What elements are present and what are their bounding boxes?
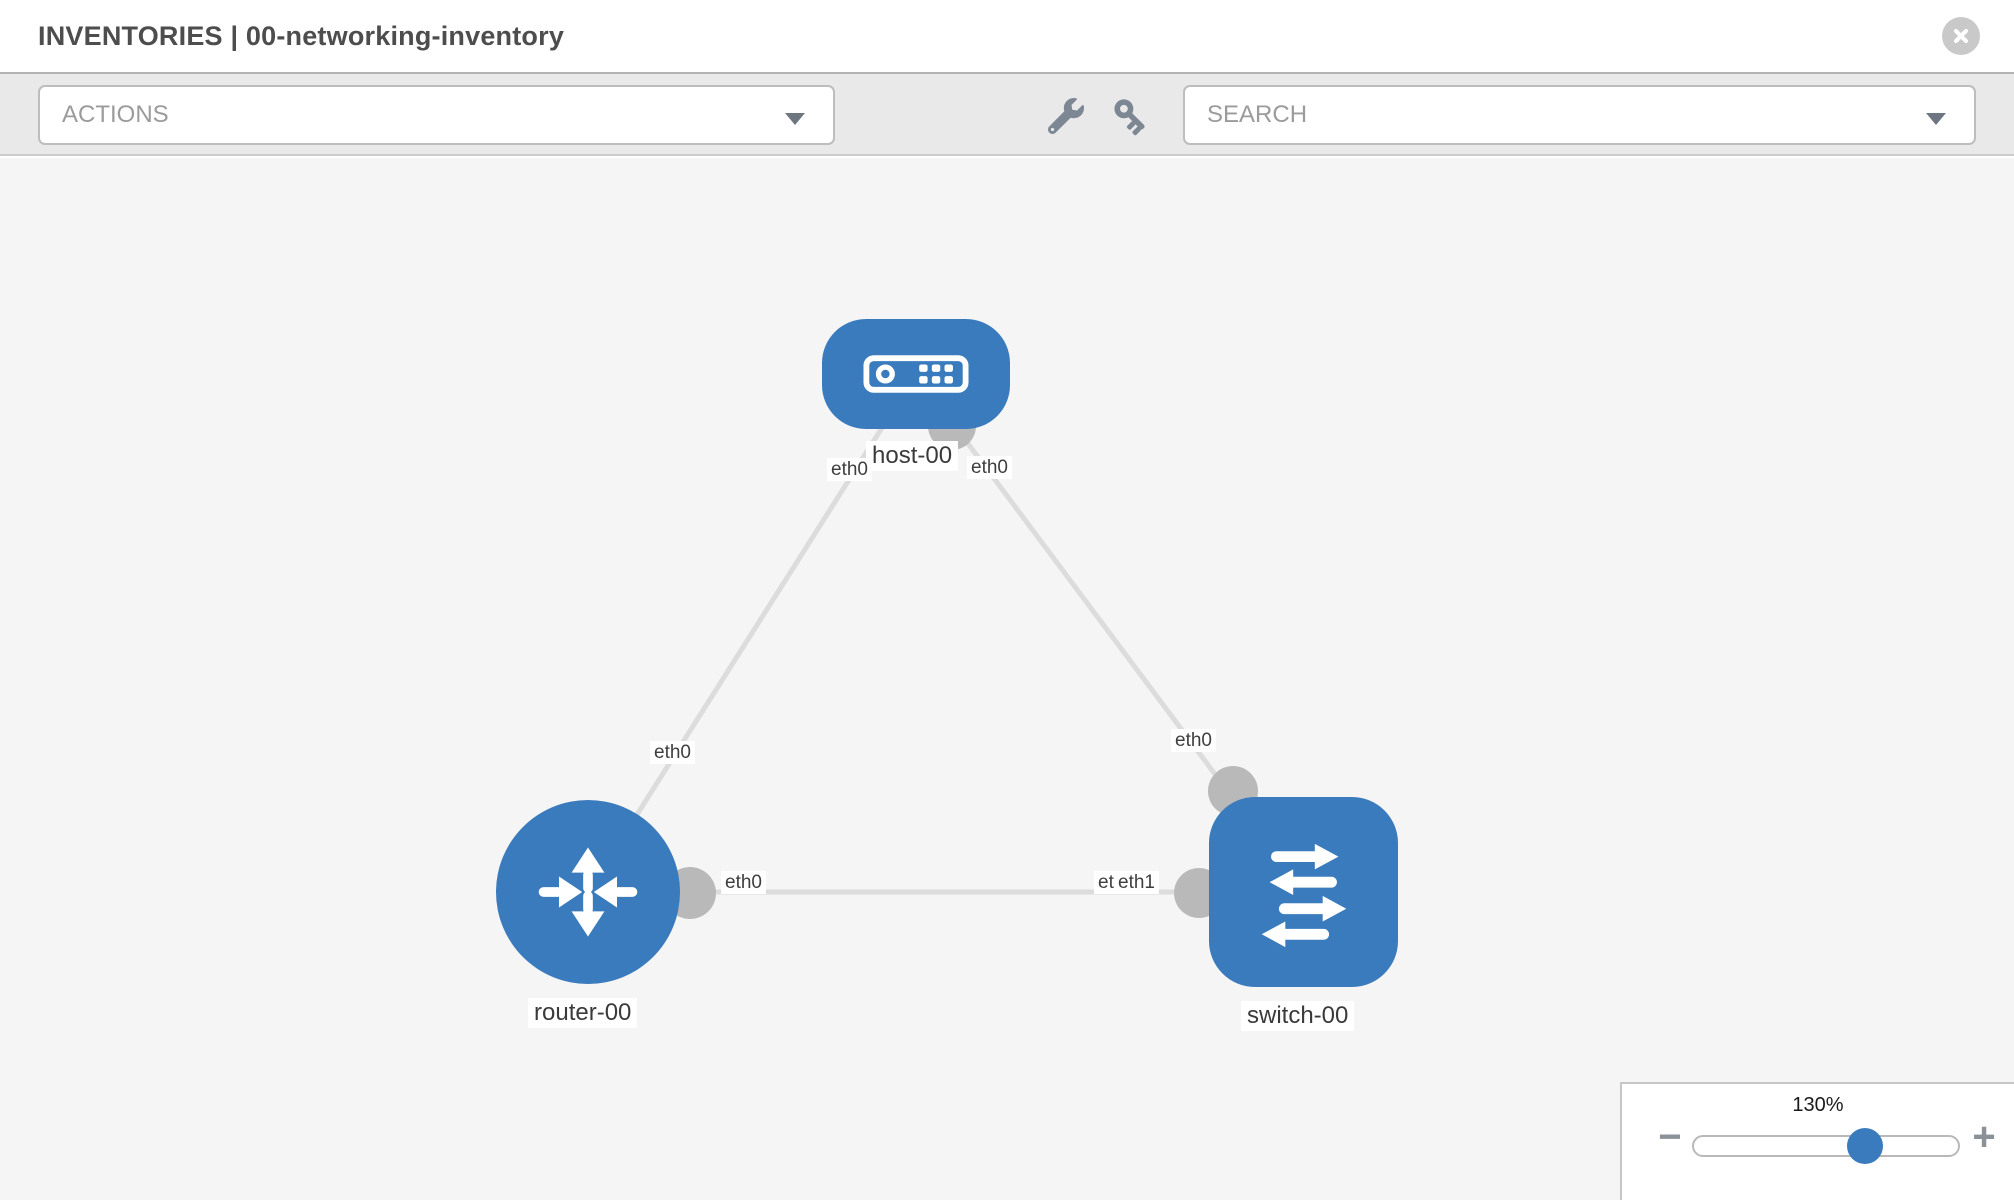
node-label-host: host-00 [866, 441, 959, 471]
zoom-out-button[interactable]: − [1658, 1114, 1682, 1159]
actions-dropdown-label: ACTIONS [62, 101, 169, 128]
host-icon [863, 355, 969, 393]
zoom-slider-track[interactable] [1692, 1135, 1960, 1157]
router-icon [538, 847, 638, 937]
actions-dropdown[interactable]: ACTIONS [38, 85, 835, 145]
node-router-00[interactable] [496, 800, 680, 984]
topology-links-layer [585, 372, 1306, 919]
page-title: INVENTORIES | 00-networking-inventory [38, 20, 565, 51]
key-icon [1114, 99, 1145, 136]
interface-label: eth1 [1114, 871, 1159, 894]
topology-canvas[interactable]: host-00 router-00 switch-00 eth0 eth0 et… [0, 158, 2014, 1200]
chevron-down-icon [785, 113, 805, 125]
close-button[interactable] [1942, 17, 1980, 55]
interface-label: eth0 [650, 741, 695, 764]
wrench-icon [1048, 98, 1084, 134]
node-label-switch: switch-00 [1241, 1001, 1355, 1031]
zoom-level-value: 130% [1792, 1094, 1844, 1116]
zoom-slider-thumb[interactable] [1847, 1128, 1883, 1164]
interface-label: eth0 [827, 458, 872, 481]
chevron-down-icon [1926, 113, 1946, 125]
close-icon [1953, 28, 1969, 44]
zoom-in-button[interactable]: + [1972, 1114, 1996, 1159]
credentials-button[interactable] [1110, 96, 1150, 136]
search-box[interactable] [1183, 85, 1976, 145]
search-input[interactable] [1185, 101, 1885, 129]
switch-icon [1261, 843, 1346, 948]
interface-label: eth0 [721, 871, 766, 894]
node-label-router: router-00 [528, 998, 638, 1028]
configure-button[interactable] [1046, 96, 1086, 136]
interface-label: eth0 [1171, 729, 1216, 752]
header: INVENTORIES | 00-networking-inventory [0, 0, 2014, 72]
interface-label: eth0 [967, 456, 1012, 479]
node-switch-00[interactable] [1209, 797, 1398, 987]
node-host-00[interactable] [822, 319, 1010, 429]
zoom-control-panel: 130% − + [1620, 1082, 2014, 1200]
toolbar: ACTIONS [0, 72, 2014, 156]
